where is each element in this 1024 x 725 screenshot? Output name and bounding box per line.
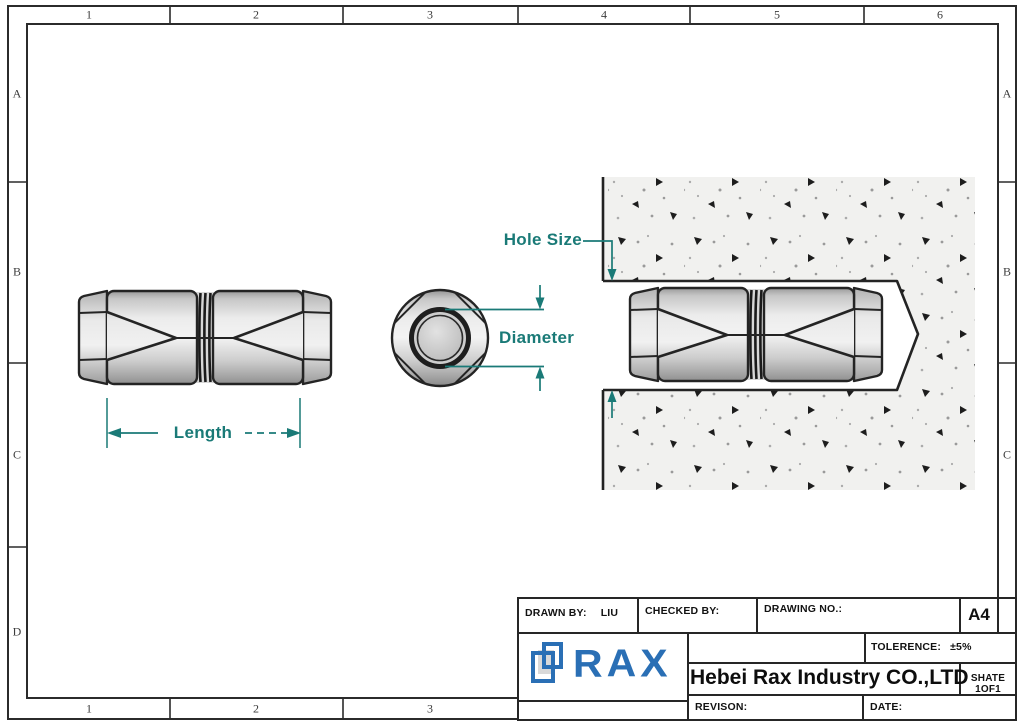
length-label: Length [173, 423, 233, 442]
tolerance-value: ±5% [950, 641, 972, 653]
paper-size: A4 [968, 605, 990, 624]
company-name: Hebei Rax Industry CO.,LTD [690, 666, 969, 689]
zone-label-left-a: A [12, 86, 22, 101]
drawn-by-value: LIU [600, 607, 619, 619]
zone-label-top-2: 2 [253, 7, 259, 22]
zone-label-top-1: 1 [86, 7, 92, 22]
hole-size-label: Hole Size [503, 230, 582, 249]
zone-label-left-b: B [12, 264, 22, 279]
zone-label-left-c: C [12, 447, 22, 462]
zone-label-top-3: 3 [427, 7, 433, 22]
sheet-number: SHATE 1OF1 [970, 673, 1006, 695]
tolerance-label: TOLERENCE: [871, 641, 942, 653]
anchor-side-view [77, 289, 333, 386]
zone-label-right-a: A [1002, 86, 1012, 101]
zone-label-top-6: 6 [937, 7, 943, 22]
dimension-lines [106, 240, 613, 448]
anchor-end-view [390, 288, 490, 388]
date-label: DATE: [870, 701, 903, 713]
drawn-by-cell: DRAWN BY: LIU [525, 607, 618, 619]
zone-label-left-d: D [12, 624, 22, 639]
zone-label-bottom-3: 3 [427, 701, 433, 716]
dimension-arrowheads [107, 269, 617, 438]
zone-label-top-5: 5 [774, 7, 780, 22]
title-block-grid [517, 597, 1017, 721]
revision-label: REVISON: [695, 701, 748, 713]
anchor-in-hole [628, 286, 884, 383]
checked-by-label: CHECKED BY: [645, 605, 720, 617]
zone-label-bottom-2: 2 [253, 701, 259, 716]
zone-label-top-4: 4 [601, 7, 607, 22]
zone-label-right-c: C [1002, 447, 1012, 462]
drawn-by-label: DRAWN BY: [525, 607, 587, 619]
zone-label-bottom-1: 1 [86, 701, 92, 716]
zone-label-right-b: B [1002, 264, 1012, 279]
tolerance-cell: TOLERENCE: ±5% [871, 641, 972, 653]
logo-squares-icon [531, 642, 563, 683]
logo-text: RAX [573, 640, 672, 685]
drawing-no-label: DRAWING NO.: [764, 603, 843, 615]
installed-view [601, 177, 975, 490]
company-logo: RAX [527, 637, 672, 689]
diameter-label: Diameter [499, 328, 575, 347]
sheet-frame [7, 5, 1017, 720]
